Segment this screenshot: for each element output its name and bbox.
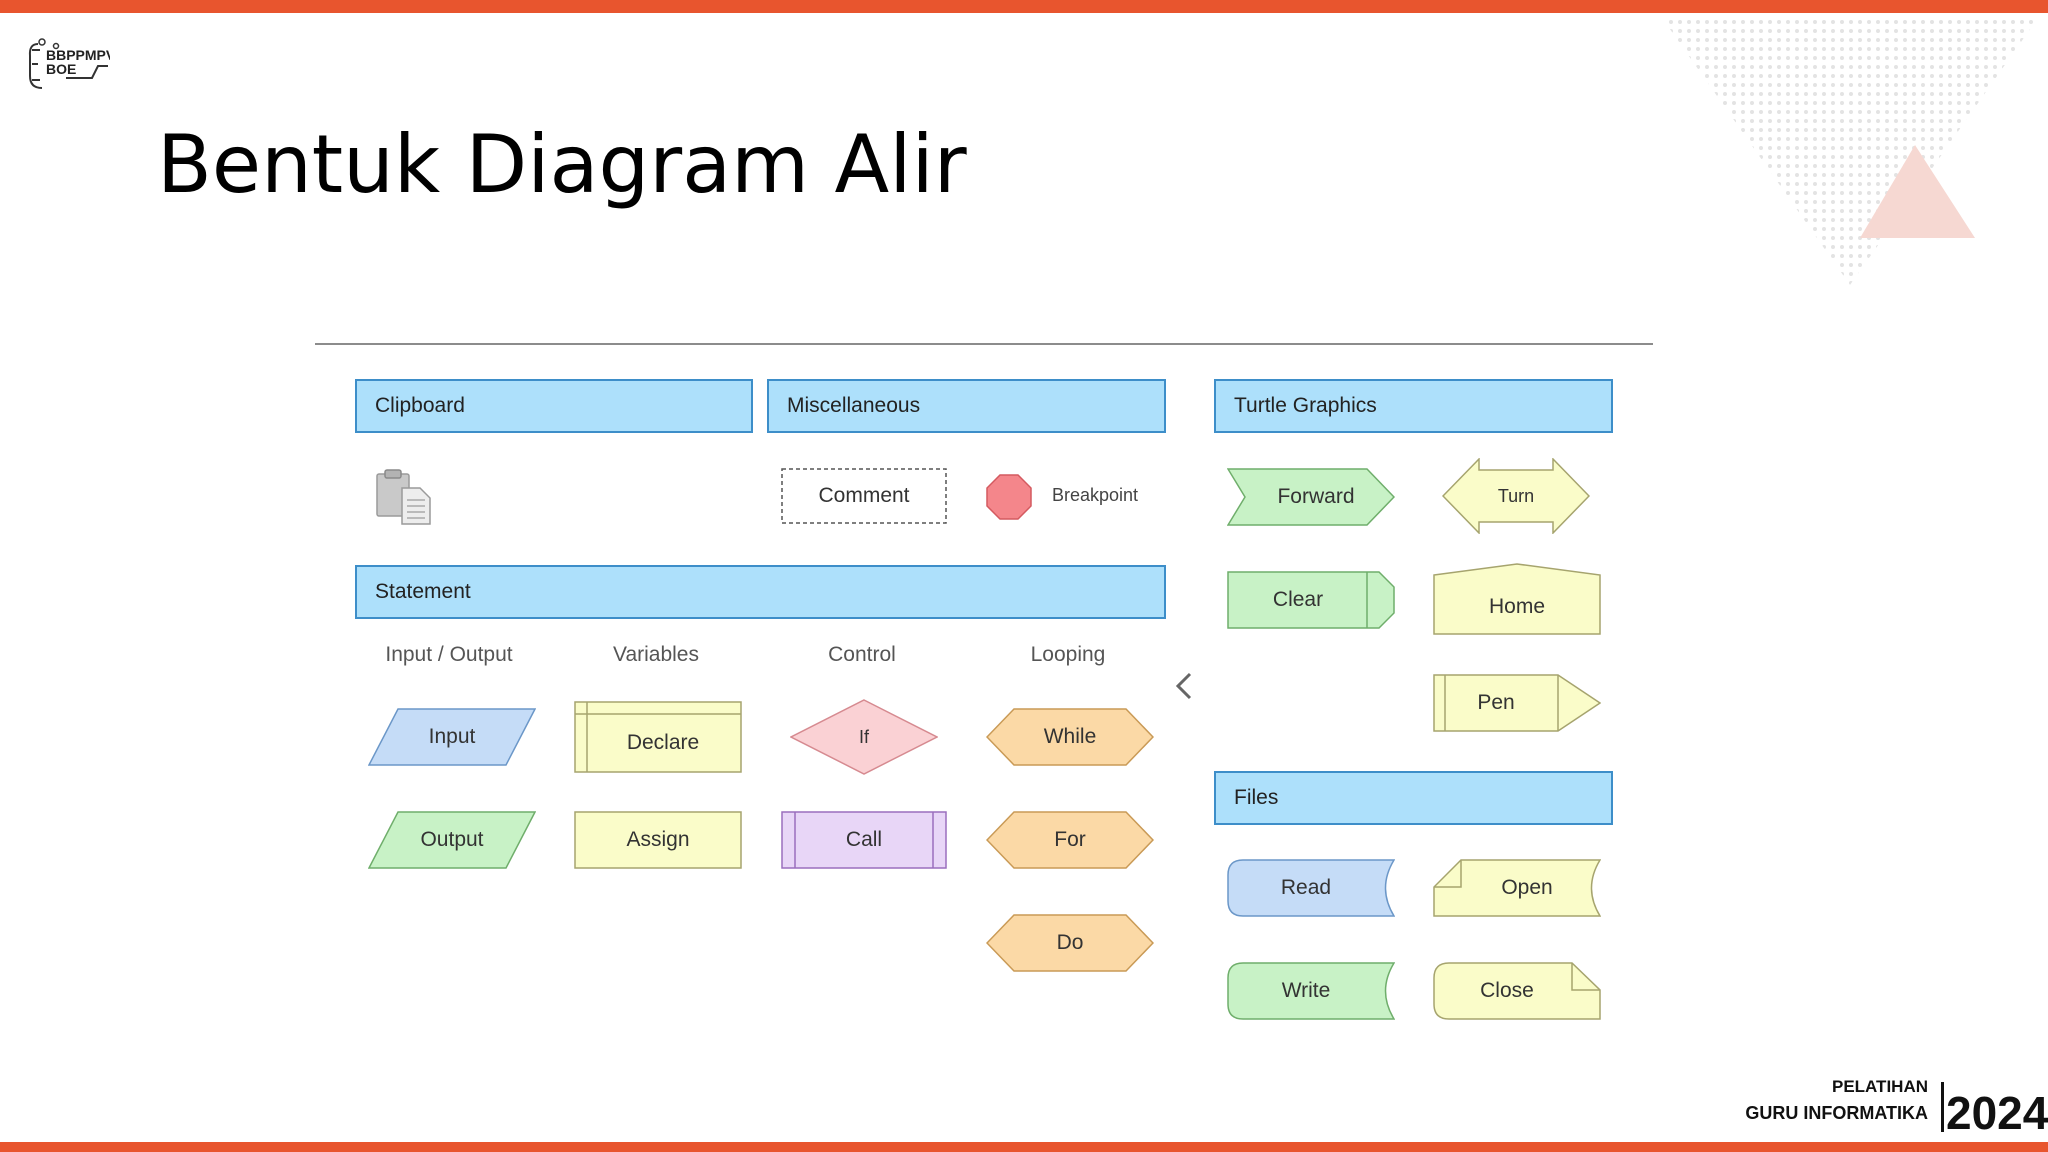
column-header-input-output: Input / Output — [385, 643, 513, 666]
pen-shape[interactable]: Pen — [1433, 674, 1601, 732]
logo: BBPPMPV BOE — [28, 38, 110, 89]
panel-miscellaneous: Miscellaneous — [767, 379, 1166, 433]
input-label: Input — [428, 725, 476, 748]
divider-line — [315, 343, 1653, 345]
breakpoint-label: Breakpoint — [1052, 485, 1139, 505]
logo-text-line2: BOE — [46, 61, 76, 77]
close-shape[interactable]: Close — [1433, 962, 1601, 1020]
assign-label: Assign — [626, 828, 690, 851]
output-shape[interactable]: Output — [368, 811, 536, 869]
breakpoint-icon[interactable] — [986, 474, 1032, 520]
write-shape[interactable]: Write — [1227, 962, 1395, 1020]
slide-title: Bentuk Diagram Alir — [157, 118, 967, 211]
declare-shape[interactable]: Declare — [574, 701, 742, 773]
comment-label: Comment — [818, 484, 910, 507]
logo-text-line1: BBPPMPV — [46, 47, 110, 63]
home-label: Home — [1488, 595, 1546, 618]
column-header-control: Control — [828, 643, 896, 666]
comment-shape[interactable]: Comment — [781, 468, 947, 524]
output-label: Output — [420, 828, 484, 851]
write-label: Write — [1281, 979, 1331, 1002]
turn-label: Turn — [1497, 486, 1535, 506]
read-label: Read — [1280, 876, 1332, 899]
decorative-triangle — [1660, 15, 2040, 285]
declare-label: Declare — [626, 731, 700, 754]
input-shape[interactable]: Input — [368, 708, 536, 766]
forward-label: Forward — [1277, 485, 1355, 508]
while-shape[interactable]: While — [986, 708, 1154, 766]
do-shape[interactable]: Do — [986, 914, 1154, 972]
panel-clipboard: Clipboard — [355, 379, 753, 433]
clear-label: Clear — [1272, 588, 1324, 611]
column-header-variables: Variables — [613, 643, 699, 666]
top-accent-bar — [0, 0, 2048, 13]
while-label: While — [1043, 725, 1097, 748]
bottom-accent-bar — [0, 1142, 2048, 1152]
clear-shape[interactable]: Clear — [1227, 571, 1395, 629]
clipboard-icon[interactable] — [374, 468, 434, 526]
for-shape[interactable]: For — [986, 811, 1154, 869]
do-label: Do — [1056, 931, 1084, 954]
call-shape[interactable]: Call — [781, 811, 947, 869]
turn-shape[interactable]: Turn — [1442, 458, 1590, 534]
for-label: For — [1054, 828, 1086, 851]
panel-statement: Statement — [355, 565, 1166, 619]
footer-separator — [1941, 1082, 1944, 1132]
close-label: Close — [1480, 979, 1534, 1002]
if-label: If — [858, 727, 869, 747]
column-header-looping: Looping — [1030, 643, 1106, 666]
if-shape[interactable]: If — [790, 699, 938, 775]
footer-line1: PELATIHAN — [1831, 1077, 1928, 1096]
pen-label: Pen — [1477, 691, 1515, 714]
footer-line2: GURU INFORMATIKA — [1745, 1103, 1928, 1123]
assign-shape[interactable]: Assign — [574, 811, 742, 869]
panel-files: Files — [1214, 771, 1613, 825]
open-label: Open — [1501, 876, 1553, 899]
open-shape[interactable]: Open — [1433, 859, 1601, 917]
forward-shape[interactable]: Forward — [1227, 468, 1395, 526]
panel-turtle-graphics: Turtle Graphics — [1214, 379, 1613, 433]
home-shape[interactable]: Home — [1433, 563, 1601, 635]
chevron-left-icon[interactable] — [1170, 668, 1200, 704]
call-label: Call — [845, 828, 883, 851]
footer-year: 2024 — [1946, 1087, 2048, 1139]
read-shape[interactable]: Read — [1227, 859, 1395, 917]
